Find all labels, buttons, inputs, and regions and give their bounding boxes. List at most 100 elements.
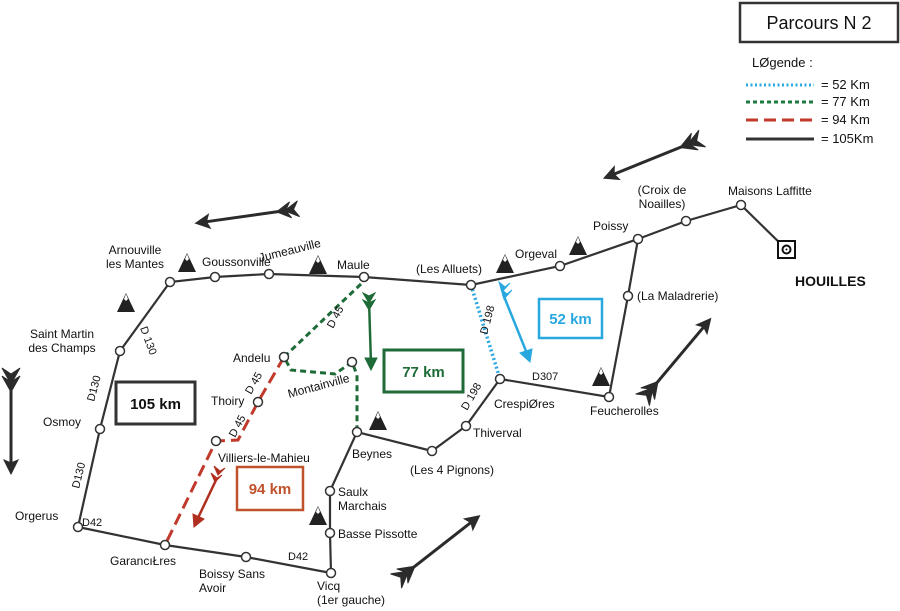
waypoint-saint-martin xyxy=(114,345,126,357)
map-title: Parcours N 2 xyxy=(766,13,871,33)
mountain-icon xyxy=(496,254,514,273)
place-thoiry: Thoiry xyxy=(211,394,244,408)
mountain-icon xyxy=(309,506,327,525)
waypoint-la-maladrerie xyxy=(622,290,634,302)
place-basse-pissotte: Basse Pissotte xyxy=(338,527,418,541)
box-105km: 105 km xyxy=(114,380,197,426)
waypoint-montainville xyxy=(346,356,358,368)
place-osmoy: Osmoy xyxy=(43,415,81,429)
waypoint-orgeval xyxy=(554,260,566,272)
mountain-icon xyxy=(309,255,327,274)
waypoint-beynes xyxy=(351,426,363,438)
box-52km: 52 km xyxy=(537,297,604,340)
road-d130-top: D 130 xyxy=(137,325,158,357)
route-94-line xyxy=(163,356,286,546)
road-d130-mid: D130 xyxy=(85,374,103,403)
mountain-icons xyxy=(117,236,610,525)
route-arrow-52 xyxy=(498,280,533,363)
place-montainville: Montainville xyxy=(286,371,351,401)
route-arrow-77 xyxy=(361,291,378,372)
direction-arrow-icon xyxy=(1,367,21,476)
destination-icon xyxy=(777,240,796,259)
mountain-icon xyxy=(369,411,387,430)
direction-arrow-icon xyxy=(635,317,712,406)
direction-arrows xyxy=(1,129,712,589)
place-maisons-laffitte: Maisons Laffitte xyxy=(728,184,812,198)
box-94km-label: 94 km xyxy=(249,481,292,498)
waypoint-maule xyxy=(358,271,370,283)
place-maule: Maule xyxy=(337,258,370,272)
box-105km-label: 105 km xyxy=(130,396,181,413)
box-77km-label: 77 km xyxy=(402,364,445,381)
road-d130-low: D130 xyxy=(70,461,88,489)
place-thiverval: Thiverval xyxy=(473,426,522,440)
mountain-icon xyxy=(592,367,610,386)
waypoint-saulx xyxy=(324,485,336,497)
place-garancieres: GarancıŁres xyxy=(110,554,176,568)
waypoint-jumeauville xyxy=(263,268,275,280)
waypoint-boissy xyxy=(240,551,252,563)
place-goussonville: Goussonville xyxy=(202,255,271,269)
legend-label-94: = 94 Km xyxy=(821,112,870,127)
waypoint-croix-noailles xyxy=(680,215,692,227)
place-crespieres: CrespiØres xyxy=(494,397,555,411)
waypoint-maisons-laffitte xyxy=(735,199,747,211)
place-les-alluets: (Les Alluets) xyxy=(416,262,482,276)
place-les-4-pignons: (Les 4 Pignons) xyxy=(410,463,494,477)
road-d307: D307 xyxy=(532,371,558,383)
direction-arrow-icon xyxy=(602,129,706,181)
route-52-line xyxy=(469,284,502,380)
direction-arrow-icon xyxy=(194,200,300,230)
waypoint-orgerus xyxy=(72,521,84,533)
road-d42-b: D42 xyxy=(288,551,308,563)
place-villiers: Villiers-le-Mahieu xyxy=(218,451,310,465)
waypoint-thiverval xyxy=(460,420,472,432)
waypoint-villiers xyxy=(210,435,222,447)
place-andelu: Andelu xyxy=(233,351,270,365)
waypoint-crespieres xyxy=(494,373,506,385)
waypoint-arnouville xyxy=(164,276,176,288)
box-94km: 94 km xyxy=(235,465,305,512)
box-52km-label: 52 km xyxy=(549,311,592,328)
legend: LØgende : = 52 Km = 77 Km = 94 Km = 105K… xyxy=(746,55,873,146)
waypoint-les-alluets xyxy=(465,279,477,291)
waypoints xyxy=(72,199,747,579)
route-77-line xyxy=(282,282,363,432)
waypoint-poissy xyxy=(632,233,644,245)
legend-label-52: = 52 Km xyxy=(821,77,870,92)
direction-arrow-icon xyxy=(390,515,481,589)
waypoint-garancieres xyxy=(159,539,171,551)
place-jumeauville: Jumeauville xyxy=(257,236,322,265)
waypoint-basse-pissotte xyxy=(324,527,336,539)
place-beynes: Beynes xyxy=(352,447,392,461)
title-box: Parcours N 2 xyxy=(738,1,900,44)
box-77km: 77 km xyxy=(382,348,465,394)
waypoint-goussonville xyxy=(209,271,221,283)
place-poissy: Poissy xyxy=(593,219,628,233)
place-orgeval: Orgeval xyxy=(515,247,557,261)
legend-heading: LØgende : xyxy=(752,55,813,70)
mountain-icon xyxy=(178,253,196,272)
waypoint-vicq xyxy=(325,567,337,579)
legend-label-105: = 105Km xyxy=(821,131,873,146)
place-orgerus: Orgerus xyxy=(15,509,58,523)
road-d45-a: D 45 xyxy=(325,304,347,330)
mountain-icon xyxy=(117,293,135,312)
mountain-icon xyxy=(569,236,587,255)
place-feucherolles: Feucherolles xyxy=(590,404,659,418)
route-arrow-94 xyxy=(192,465,226,528)
road-d198-a: D 198 xyxy=(478,304,497,335)
waypoint-andelu xyxy=(278,351,290,363)
waypoint-feucherolles xyxy=(603,391,615,403)
road-d42-a: D42 xyxy=(82,517,102,529)
waypoint-les-4-pignons xyxy=(426,445,438,457)
legend-label-77: = 77 Km xyxy=(821,94,870,109)
place-vicq: Vicq(1er gauche) xyxy=(317,579,385,607)
